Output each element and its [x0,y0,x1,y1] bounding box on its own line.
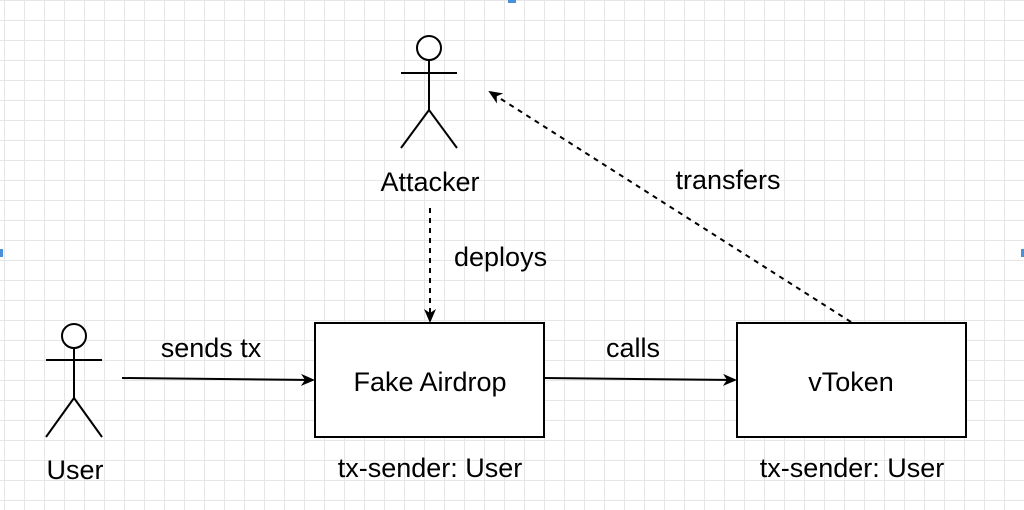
attacker-actor-icon [400,35,458,149]
vtoken-sender-note: tx-sender: User [760,453,945,483]
fake-airdrop-label: Fake Airdrop [353,367,506,397]
fake-airdrop-box [314,322,545,438]
top-edge-handle[interactable] [508,0,516,3]
transfers-edge [488,90,852,323]
right-edge-handle[interactable] [1021,249,1024,257]
calls-edge [543,373,737,386]
fake-airdrop-sender-note: tx-sender: User [338,453,523,483]
vtoken-label: vToken [808,367,894,397]
vtoken-box [736,322,967,438]
sends-tx-label: sends tx [161,333,262,363]
user-label: User [46,455,103,485]
transfers-label: transfers [675,165,780,195]
attacker-label: Attacker [380,167,479,197]
sends-tx-edge [121,373,315,386]
left-edge-handle[interactable] [0,249,3,257]
user-actor-icon [45,323,103,438]
deploys-label: deploys [454,242,547,272]
calls-label: calls [606,333,660,363]
